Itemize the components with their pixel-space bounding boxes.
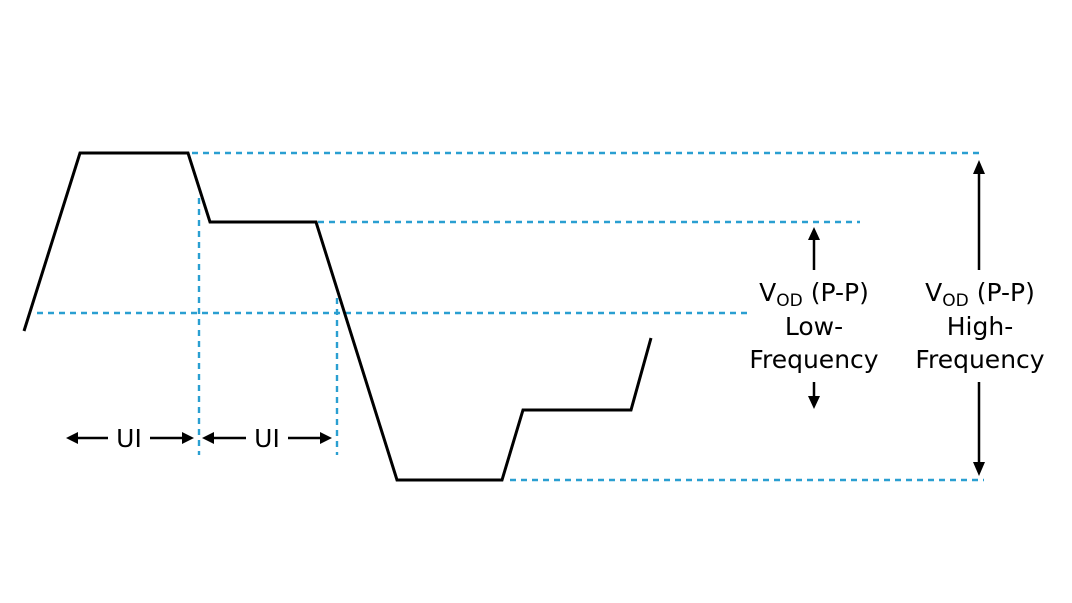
vod-low-symbol: V <box>759 278 776 307</box>
vod-high-title: VOD (P-P) <box>925 278 1035 311</box>
vod-high-suffix: (P-P) <box>969 278 1035 307</box>
vod-high-up-arrowhead <box>973 160 985 174</box>
vod-low-suffix: (P-P) <box>803 278 869 307</box>
vod-low-up-arrowhead <box>808 227 820 240</box>
vod-low-title: VOD (P-P) <box>759 278 869 311</box>
ui-1-right-arrowhead <box>182 432 194 444</box>
vod-low-line3: Frequency <box>749 345 878 374</box>
vod-high-frequency-annotation: VOD (P-P) High- Frequency <box>915 160 1045 476</box>
vod-low-line2: Low- <box>785 312 843 341</box>
vod-low-subscript: OD <box>776 291 802 311</box>
ui-interval-2: UI <box>202 424 332 453</box>
ui-1-label: UI <box>116 424 142 453</box>
vod-low-down-arrowhead <box>808 396 820 409</box>
vod-high-down-arrowhead <box>973 462 985 476</box>
ui-interval-1: UI <box>66 424 194 453</box>
vod-high-line2: High- <box>947 312 1013 341</box>
vod-high-symbol: V <box>925 278 942 307</box>
reference-lines <box>37 151 984 482</box>
signal-waveform <box>22 151 653 482</box>
ui-1-left-arrowhead <box>66 432 78 444</box>
vod-low-frequency-annotation: VOD (P-P) Low- Frequency <box>749 227 879 409</box>
ui-2-label: UI <box>254 424 280 453</box>
vod-high-subscript: OD <box>942 291 968 311</box>
vod-high-line3: Frequency <box>915 345 1044 374</box>
ui-2-right-arrowhead <box>320 432 332 444</box>
ui-2-left-arrowhead <box>202 432 214 444</box>
